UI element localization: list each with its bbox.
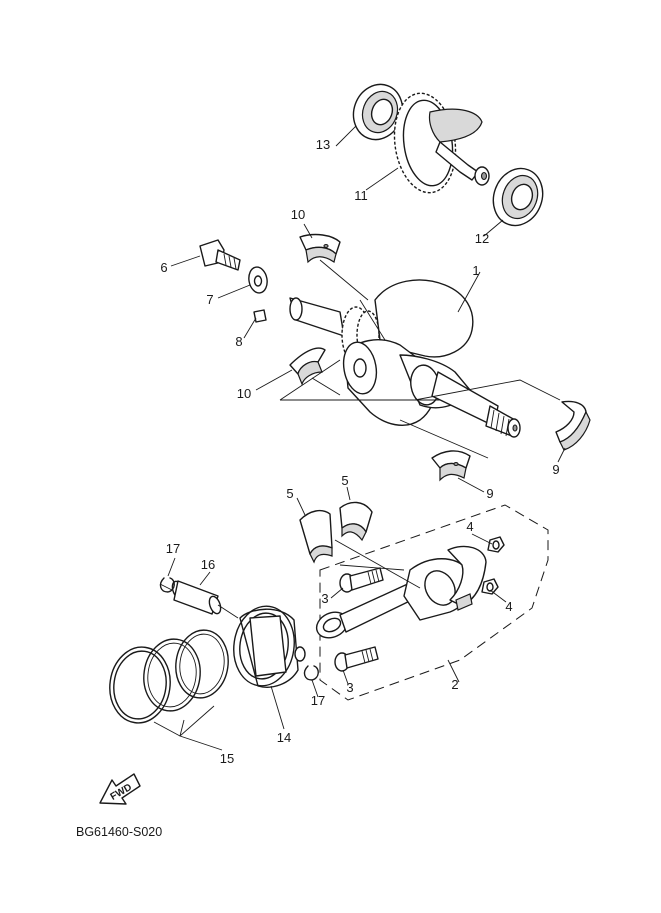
piston-ring-15-outer[interactable] [105, 643, 175, 727]
piston-ring-15-middle[interactable] [139, 635, 204, 714]
callout-11: 11 [354, 188, 368, 203]
callout-8: 8 [235, 334, 242, 349]
crank-bearing-9-left[interactable] [431, 450, 471, 482]
forward-arrow-icon: FWD [99, 773, 141, 805]
key-8[interactable] [253, 309, 267, 323]
conrod-guide-lines [334, 539, 421, 589]
piston-clip-17-right[interactable] [303, 665, 319, 681]
callout-17-right: 17 [311, 693, 325, 708]
crank-bearing-10-upper[interactable] [299, 233, 341, 264]
callout-16: 16 [201, 557, 215, 572]
piston-clip-17-left[interactable] [159, 577, 175, 593]
callout-7: 7 [206, 292, 213, 307]
leader-lines [153, 125, 566, 751]
callout-2: 2 [451, 677, 458, 692]
crank-bearing-10-lower[interactable] [289, 347, 326, 386]
callout-13: 13 [316, 137, 330, 152]
callout-5-right: 5 [341, 473, 348, 488]
piston-ring-15-inner[interactable] [172, 627, 233, 702]
washer-7[interactable] [247, 266, 269, 295]
callout-10-lower: 10 [237, 386, 251, 401]
callout-12: 12 [475, 231, 489, 246]
callout-3-upper: 3 [321, 591, 328, 606]
callout-3-lower: 3 [346, 680, 353, 695]
callout-9-right: 9 [552, 462, 559, 477]
callout-4-upper: 4 [466, 519, 473, 534]
conrod-bearing-5-right[interactable] [339, 501, 373, 542]
callout-10-upper: 10 [291, 207, 305, 222]
callout-6: 6 [160, 260, 167, 275]
conrod-bearing-5-left[interactable] [299, 509, 333, 564]
crankshaft-1[interactable] [289, 279, 521, 438]
bearing-12[interactable] [486, 162, 551, 233]
nut-4-upper[interactable] [487, 536, 505, 553]
connecting-rod-group-2 [319, 504, 549, 701]
conrod-bolt-3-lower[interactable] [334, 646, 379, 672]
conrod-2[interactable] [312, 545, 487, 642]
conrod-bolt-3-upper[interactable] [339, 567, 384, 593]
callout-5-left: 5 [286, 486, 293, 501]
balancer-gear-11[interactable] [388, 89, 490, 196]
bolt-6[interactable] [199, 239, 241, 271]
callout-labels: 1 2 3 3 4 4 5 5 6 7 8 9 9 10 10 11 12 13… [160, 137, 559, 766]
callout-15: 15 [220, 751, 234, 766]
piston-pin-16[interactable] [170, 580, 223, 615]
crank-bearing-9-right[interactable] [555, 400, 591, 451]
piston-14[interactable] [229, 602, 306, 690]
callout-14: 14 [277, 730, 291, 745]
bearing-13[interactable] [346, 77, 410, 146]
piston-guide-lines [159, 583, 239, 619]
callout-9-left: 9 [486, 486, 493, 501]
guide-lines [279, 259, 561, 459]
nut-4-lower[interactable] [481, 578, 499, 595]
callout-1: 1 [472, 263, 479, 278]
callout-17-left: 17 [166, 541, 180, 556]
callout-4-lower: 4 [505, 599, 512, 614]
diagram-code: BG61460-S020 [76, 825, 162, 839]
